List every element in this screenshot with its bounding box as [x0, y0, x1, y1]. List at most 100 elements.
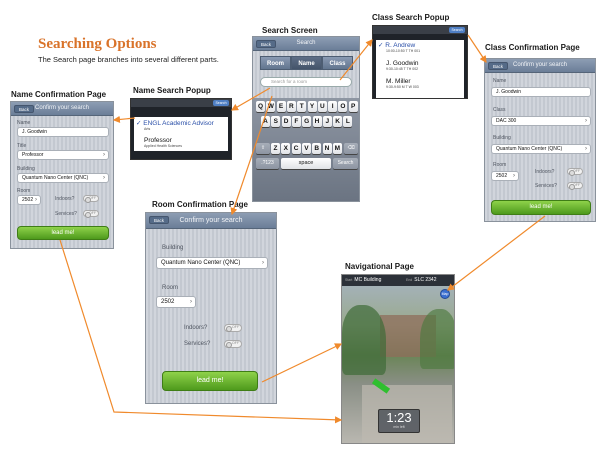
key-q[interactable]: Q: [256, 101, 265, 112]
name-popup-list: ✓ ENGL Academic Advisor Arts Professor A…: [134, 117, 228, 151]
key-l[interactable]: L: [343, 116, 353, 127]
key-t[interactable]: T: [297, 101, 307, 112]
arrow-to-class-confirmation: [467, 34, 487, 63]
key-z[interactable]: Z: [271, 143, 280, 154]
list-item[interactable]: M. Miller 9:30-9:50 M T W 003: [386, 78, 419, 89]
list-item[interactable]: ✓ R. Andrew 10:00-10:50 T TH 001: [378, 42, 421, 53]
space-key[interactable]: space: [281, 158, 331, 169]
key-v[interactable]: V: [301, 143, 311, 154]
indoors-toggle[interactable]: OFF: [83, 195, 99, 203]
room-field[interactable]: 2502›: [17, 195, 41, 205]
services-toggle[interactable]: OFF: [567, 182, 583, 190]
list-item[interactable]: ✓ ENGL Academic Advisor Arts: [136, 120, 214, 131]
key-o[interactable]: O: [338, 101, 348, 112]
confirm-title: Confirm your search: [34, 105, 90, 111]
chevron-right-icon: ›: [513, 173, 515, 179]
key-s[interactable]: S: [271, 116, 281, 127]
numbers-key[interactable]: .?123: [256, 158, 279, 169]
name-field[interactable]: J. Goodwin: [491, 87, 591, 97]
key-x[interactable]: X: [281, 143, 291, 154]
room-field[interactable]: 2502›: [156, 296, 196, 308]
key-h[interactable]: H: [312, 116, 322, 127]
check-icon: ✓: [136, 120, 142, 127]
key-f[interactable]: F: [291, 116, 301, 127]
segment-class[interactable]: Class: [322, 56, 353, 70]
shift-key[interactable]: ⇧: [256, 143, 270, 154]
building-field[interactable]: Quantum Nano Center (QNC)›: [491, 144, 591, 154]
map-button[interactable]: Map: [440, 289, 450, 299]
popup-search-button[interactable]: Search: [449, 27, 465, 33]
segment-room[interactable]: Room: [260, 56, 291, 70]
key-g[interactable]: G: [302, 116, 312, 127]
class-confirmation-page: Back Confirm your search Name J. Goodwin…: [484, 58, 596, 222]
search-key[interactable]: Search: [333, 158, 358, 169]
class-search-popup: Search ✓ R. Andrew 10:00-10:50 T TH 001 …: [372, 25, 468, 99]
lead-me-button[interactable]: lead me!: [162, 371, 258, 391]
name-confirmation-page: Back Confirm your search Name J. Goodwin…: [10, 101, 114, 249]
class-field[interactable]: DAC 300›: [491, 116, 591, 126]
indoors-toggle[interactable]: OFF: [567, 168, 583, 176]
segment-name[interactable]: Name: [291, 56, 322, 70]
back-button[interactable]: Back: [256, 40, 277, 48]
arrow-name-to-navigation: [59, 239, 343, 424]
room-field[interactable]: 2502›: [491, 171, 519, 181]
confirm-title: Confirm your search: [512, 62, 568, 68]
key-i[interactable]: I: [328, 101, 338, 112]
key-j[interactable]: J: [322, 116, 332, 127]
key-c[interactable]: C: [291, 143, 301, 154]
popup-search-button[interactable]: Search: [213, 100, 229, 106]
check-icon: ✓: [378, 42, 384, 49]
building-field[interactable]: Quantum Nano Center (QNC)›: [17, 173, 109, 183]
search-navbar: Back Search: [253, 37, 359, 51]
key-b[interactable]: B: [312, 143, 322, 154]
services-toggle[interactable]: OFF: [83, 210, 99, 218]
key-k[interactable]: K: [333, 116, 343, 127]
back-button[interactable]: Back: [14, 105, 35, 113]
caption-search-screen: Search Screen: [262, 26, 318, 35]
key-e[interactable]: E: [276, 101, 286, 112]
services-toggle[interactable]: OFF: [224, 340, 242, 348]
chevron-right-icon: ›: [585, 146, 587, 152]
indoors-toggle[interactable]: OFF: [224, 324, 242, 332]
chevron-right-icon: ›: [585, 118, 587, 124]
list-item[interactable]: Professor Applied Health Sciences: [144, 137, 182, 148]
chevron-right-icon: ›: [103, 152, 105, 158]
title-field[interactable]: Professor›: [17, 150, 109, 160]
arrow-to-class-popup: [339, 39, 373, 81]
lead-me-button[interactable]: lead me!: [17, 226, 109, 240]
search-input[interactable]: Search for a room: [260, 77, 352, 87]
building-field[interactable]: Quantum Nano Center (QNC)›: [156, 257, 268, 269]
key-u[interactable]: U: [317, 101, 327, 112]
lead-me-button[interactable]: lead me!: [491, 200, 591, 215]
key-n[interactable]: N: [322, 143, 332, 154]
arrow-class-to-navigation: [447, 215, 546, 291]
caption-name-search-popup: Name Search Popup: [133, 86, 211, 95]
room-confirmation-page: Back Confirm your search Building Quantu…: [145, 212, 277, 404]
key-d[interactable]: D: [281, 116, 291, 127]
key-p[interactable]: P: [348, 101, 358, 112]
chevron-right-icon: ›: [262, 260, 264, 266]
arrow-room-to-navigation: [261, 343, 343, 383]
class-popup-list: ✓ R. Andrew 10:00-10:50 T TH 001 J. Good…: [376, 40, 464, 98]
key-y[interactable]: Y: [307, 101, 317, 112]
search-title: Search: [296, 40, 316, 46]
caption-name-confirmation-page: Name Confirmation Page: [11, 90, 107, 99]
name-search-popup: Search ✓ ENGL Academic Advisor Arts Prof…: [130, 98, 232, 160]
name-field[interactable]: J. Goodwin: [17, 127, 109, 137]
arrow-to-room-confirmation: [230, 95, 273, 216]
arrow-to-name-confirmation: [112, 115, 136, 124]
key-a[interactable]: A: [261, 116, 270, 127]
back-button[interactable]: Back: [488, 62, 509, 70]
key-r[interactable]: R: [286, 101, 296, 112]
backspace-key[interactable]: ⌫: [344, 143, 358, 154]
caption-room-confirmation-page: Room Confirmation Page: [152, 200, 249, 209]
page-title: Searching Options: [38, 36, 157, 52]
key-w[interactable]: W: [266, 101, 276, 112]
back-button[interactable]: Back: [149, 216, 170, 224]
key-m[interactable]: M: [332, 143, 342, 154]
list-item[interactable]: J. Goodwin 9:30-10:45 T TH 002: [386, 60, 419, 71]
